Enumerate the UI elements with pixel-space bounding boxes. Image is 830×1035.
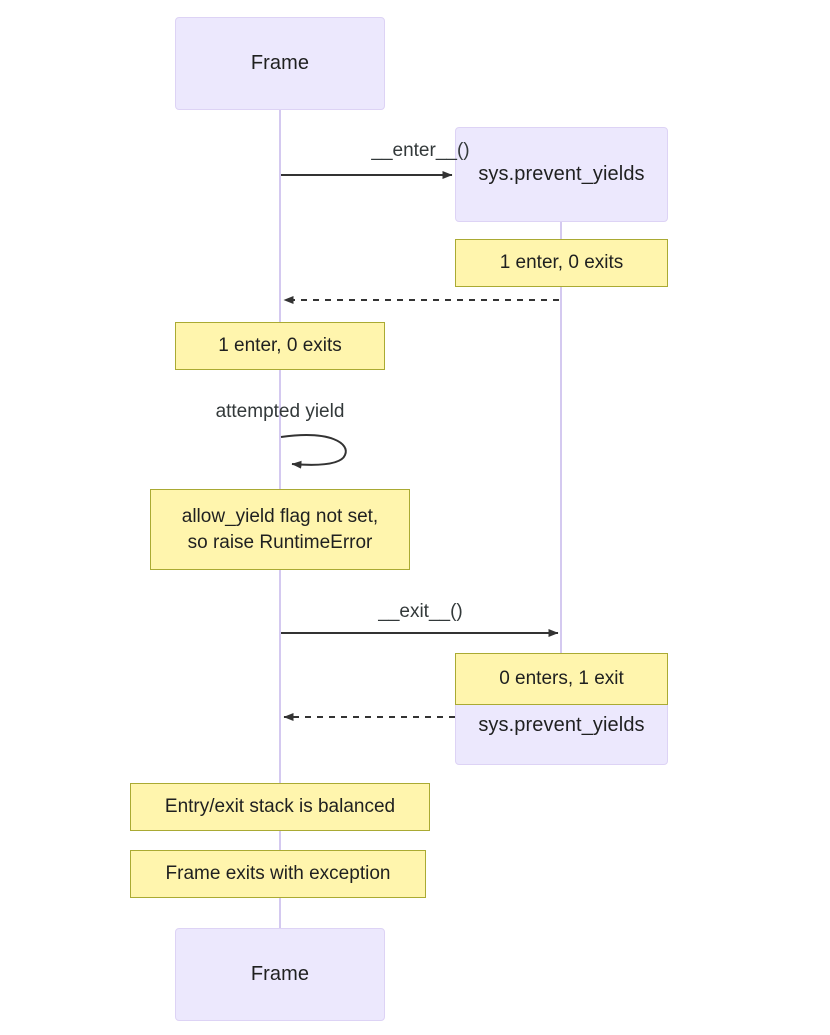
note-frame-enter-count-text: 1 enter, 0 exits (218, 335, 342, 357)
note-sys-exit-count: 0 enters, 1 exit (455, 653, 668, 705)
note-stack-balanced-text: Entry/exit stack is balanced (164, 796, 396, 818)
actor-sys-prevent-yields-bottom-label: sys.prevent_yields (478, 714, 645, 736)
actor-sys-prevent-yields-top[interactable]: sys.prevent_yields (455, 127, 668, 222)
note-allow-yield-flag-text: allow_yield flag not set, so raise Runti… (181, 506, 379, 553)
note-sys-exit-count-text: 0 enters, 1 exit (499, 668, 624, 690)
actor-sys-prevent-yields-top-label: sys.prevent_yields (478, 163, 645, 185)
lifeline-sys-prevent-yields (560, 222, 562, 653)
note-sys-enter-count-text: 1 enter, 0 exits (499, 252, 624, 274)
message-attempted-yield-arrow (280, 434, 347, 469)
actor-frame-top[interactable]: Frame (175, 17, 385, 110)
note-stack-balanced: Entry/exit stack is balanced (130, 783, 430, 831)
actor-frame-bottom[interactable]: Frame (175, 928, 385, 1021)
note-frame-exits-exception: Frame exits with exception (130, 850, 426, 898)
message-exit-label: __exit__() (378, 601, 463, 622)
message-enter-label: __enter__() (371, 140, 470, 161)
actor-frame-top-label: Frame (250, 52, 310, 74)
message-attempted-yield-label: attempted yield (215, 401, 345, 422)
note-allow-yield-flag: allow_yield flag not set, so raise Runti… (150, 489, 410, 570)
note-frame-enter-count: 1 enter, 0 exits (175, 322, 385, 370)
note-frame-exits-exception-text: Frame exits with exception (165, 863, 391, 885)
note-sys-enter-count: 1 enter, 0 exits (455, 239, 668, 287)
actor-frame-bottom-label: Frame (250, 963, 310, 985)
